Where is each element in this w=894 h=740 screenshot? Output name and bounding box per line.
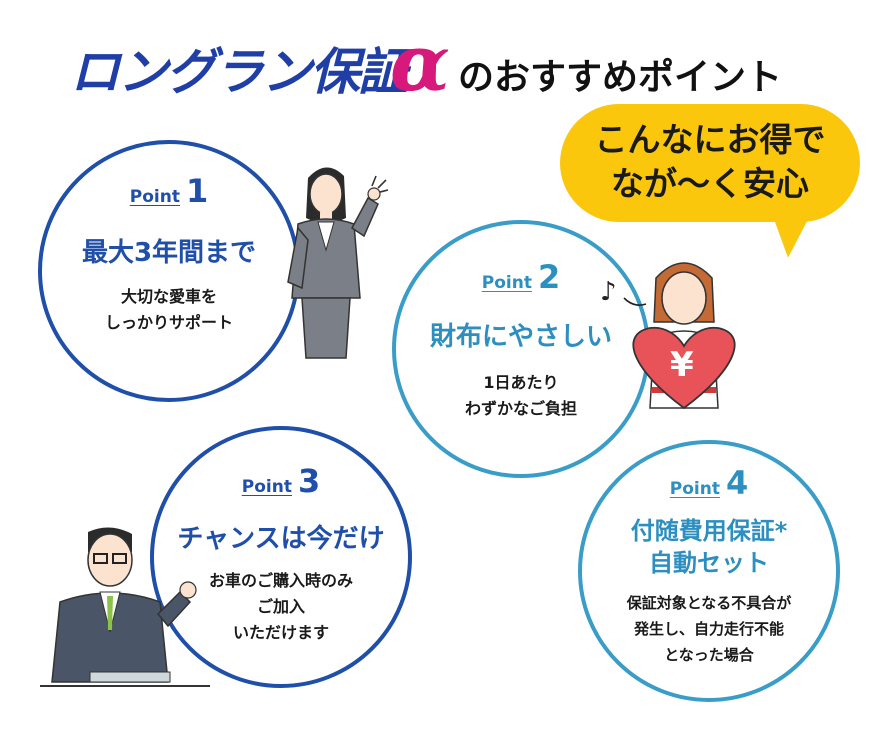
speech-bubble-line-1: こんなにお得で (594, 120, 826, 159)
point-3-title: チャンスは今だけ (177, 524, 385, 554)
page-subtitle: のおすすめポイント (458, 57, 783, 98)
point-2-desc-line-2: わずかなご負担 (464, 399, 577, 418)
point-1-desc-line-1: 大切な愛車を (120, 287, 217, 306)
point-4-desc-line-3: となった場合 (664, 646, 754, 664)
businessman-illustration (40, 527, 210, 687)
speech-bubble: こんなにお得で なが〜く安心 (560, 104, 860, 222)
point-word: Point (129, 187, 180, 207)
point-4-title-line-2: 自動セット (649, 549, 769, 577)
point-4-desc-line-2: 発生し、自力走行不能 (633, 620, 784, 638)
brand-alpha-logo: α (390, 18, 451, 109)
speech-bubble-line-2: なが〜く安心 (611, 164, 809, 203)
page-header: ロングラン保証 α のおすすめポイント (70, 18, 830, 109)
point-2-title: 財布にやさしい (429, 322, 612, 352)
point-3-desc-line-1: お車のご購入時のみ (208, 571, 353, 590)
point-4-title-line-1: 付随費用保証* (630, 517, 788, 545)
point-2-desc-line-1: 1日あたり (483, 373, 559, 392)
brand-title: ロングラン保証 (70, 43, 408, 101)
yen-icon: ¥ (670, 345, 694, 385)
point-4-desc-line-1: 保証対象となる不具合が (626, 594, 792, 612)
point-word: Point (669, 479, 720, 499)
woman-with-heart-illustration: ♪ ¥ (600, 262, 736, 410)
point-number: 1 (185, 172, 209, 210)
point-number: 3 (297, 462, 321, 500)
speech-bubble-text: こんなにお得で なが〜く安心 (560, 118, 860, 206)
point-3-desc-line-2: ご加入 (256, 597, 305, 616)
point-word: Point (241, 477, 292, 497)
music-note-icon: ♪ (600, 277, 617, 307)
point-3-desc-line-3: いただけます (232, 623, 329, 642)
point-number: 4 (725, 464, 749, 502)
point-1-desc-line-2: しっかりサポート (104, 313, 233, 332)
point-1-title: 最大3年間まで (81, 238, 257, 268)
point-word: Point (481, 273, 532, 293)
businesswoman-illustration (287, 167, 389, 359)
point-number: 2 (537, 258, 561, 296)
